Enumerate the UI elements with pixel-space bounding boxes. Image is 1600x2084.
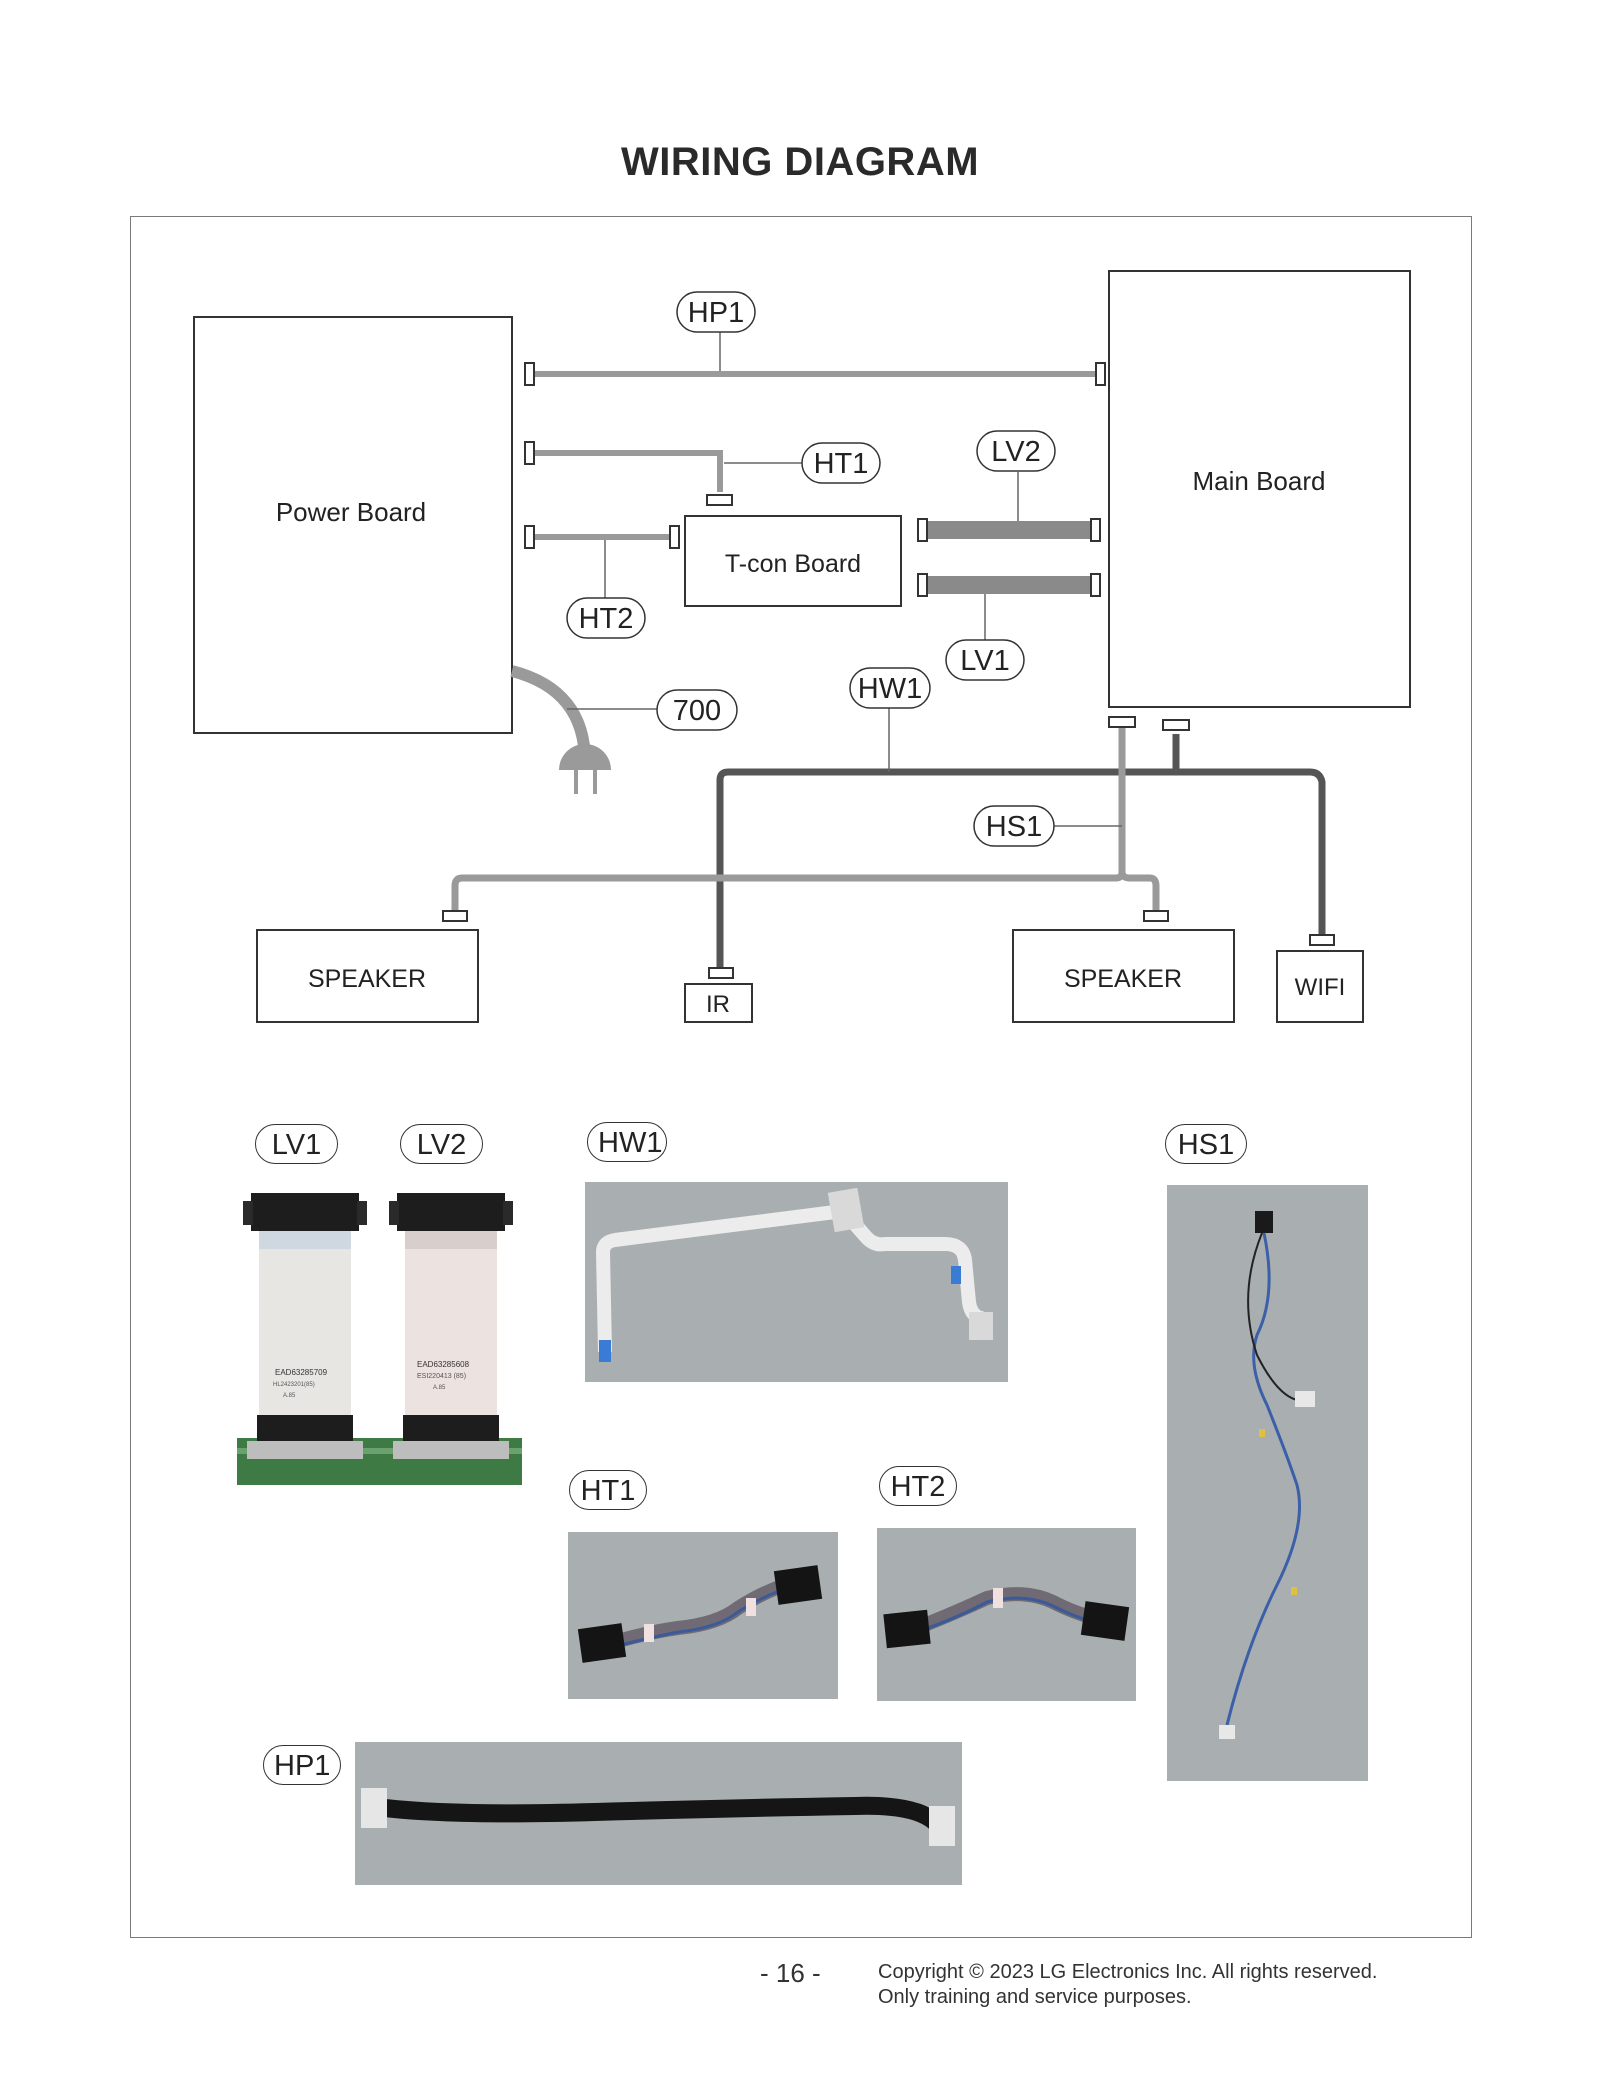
tcon-board xyxy=(684,515,902,607)
ir-board-label: IR xyxy=(706,991,730,1018)
power-board xyxy=(193,316,513,734)
ht1-cable xyxy=(524,441,802,506)
lv1-part-code: EAD63285709 xyxy=(275,1368,328,1377)
diagram-frame xyxy=(130,216,1472,1938)
lv1-part-sub: HL2423201(85) xyxy=(273,1382,315,1388)
lv1-cable xyxy=(917,573,1101,645)
svg-text:LV1: LV1 xyxy=(960,645,1009,677)
photo-label-hp1: HP1 xyxy=(263,1745,341,1785)
label-lv2: LV2 xyxy=(976,430,1056,472)
lv2-cable xyxy=(917,472,1101,542)
svg-text:HP1: HP1 xyxy=(688,297,744,329)
label-ht1: HT1 xyxy=(801,442,881,484)
hp1-cable xyxy=(524,331,1106,386)
photo-label-ht2: HT2 xyxy=(879,1466,957,1506)
photo-label-hs1: HS1 xyxy=(1165,1124,1247,1164)
wiring-schematic: Power Board Main Board T-con Board SPEAK… xyxy=(193,270,1411,1023)
label-700: 700 xyxy=(656,689,738,731)
page-title: WIRING DIAGRAM xyxy=(620,140,980,184)
copyright-line-1: Copyright © 2023 LG Electronics Inc. All… xyxy=(878,1961,1378,1983)
wifi-board xyxy=(1276,950,1364,1023)
power-board-label: Power Board xyxy=(276,497,426,527)
photo-ht2 xyxy=(877,1528,1136,1701)
label-hp1: HP1 xyxy=(676,291,756,333)
ir-board xyxy=(684,983,753,1023)
copyright-line-2: Only training and service purposes. xyxy=(878,1986,1192,2008)
svg-text:HW1: HW1 xyxy=(858,673,922,705)
hs1-cable xyxy=(442,716,1169,922)
ac-power-cord xyxy=(510,665,658,794)
photo-label-ht1: HT1 xyxy=(569,1470,647,1510)
main-board-label: Main Board xyxy=(1193,466,1326,496)
speaker-right-label: SPEAKER xyxy=(1064,965,1182,993)
lv2-part-grade: A.85 xyxy=(433,1385,446,1391)
svg-text:HT1: HT1 xyxy=(814,448,869,480)
svg-text:HS1: HS1 xyxy=(986,811,1042,843)
label-ht2: HT2 xyxy=(566,597,646,639)
label-hs1: HS1 xyxy=(973,805,1055,847)
photo-label-lv1: LV1 xyxy=(255,1124,338,1164)
svg-text:HT2: HT2 xyxy=(579,603,634,635)
photo-hs1 xyxy=(1167,1185,1368,1781)
photo-lv-cables: EAD63285709 HL2423201(85) A.85 EAD632856… xyxy=(237,1183,522,1485)
photo-ht1 xyxy=(568,1532,838,1699)
tcon-board-label: T-con Board xyxy=(725,550,861,578)
page-number: - 16 - xyxy=(760,1958,821,1988)
copyright-notice: Copyright © 2023 LG Electronics Inc. All… xyxy=(878,1960,1377,2010)
wifi-board-label: WIFI xyxy=(1295,974,1346,1001)
speaker-right xyxy=(1012,929,1235,1023)
photo-hp1 xyxy=(355,1742,962,1885)
label-lv1: LV1 xyxy=(945,639,1025,681)
hw1-cable xyxy=(708,706,1335,979)
speaker-left xyxy=(256,929,479,1023)
photo-hw1 xyxy=(585,1182,1008,1382)
lv2-part-code: EAD63285608 xyxy=(417,1360,470,1369)
lv1-part-grade: A.85 xyxy=(283,1393,296,1399)
svg-text:700: 700 xyxy=(673,695,721,727)
main-board xyxy=(1108,270,1411,708)
ht2-cable xyxy=(524,525,680,598)
lv2-part-sub: ESI220413 (85) xyxy=(417,1373,466,1380)
photo-label-lv2: LV2 xyxy=(400,1124,483,1164)
speaker-left-label: SPEAKER xyxy=(308,965,426,993)
label-hw1: HW1 xyxy=(849,667,931,709)
svg-text:LV2: LV2 xyxy=(991,436,1040,468)
photo-label-hw1: HW1 xyxy=(587,1122,667,1162)
